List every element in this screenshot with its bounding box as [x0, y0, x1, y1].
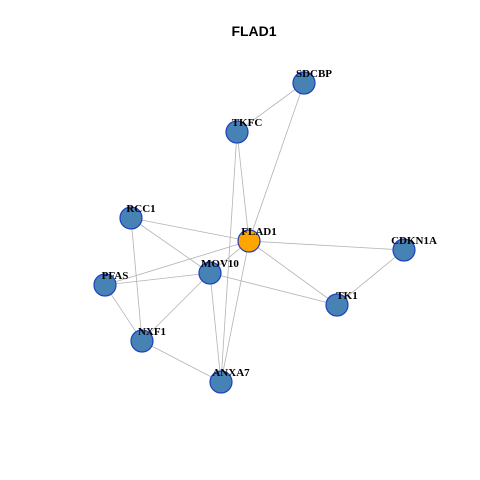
nodes-layer — [93, 71, 416, 394]
edge-sdcbp-flad1 — [248, 82, 305, 242]
edge-rcc1-flad1 — [130, 217, 250, 242]
edge-rcc1-nxf1 — [130, 217, 143, 342]
edge-tkfc-flad1 — [236, 131, 250, 242]
node-tk1 — [325, 293, 349, 317]
edge-cdkn1a-tk1 — [336, 249, 405, 306]
node-nxf1 — [130, 329, 154, 353]
edge-flad1-pfas — [104, 240, 250, 286]
node-tkfc — [225, 120, 249, 144]
edge-sdcbp-tkfc — [236, 82, 305, 133]
node-label-pfas: PFAS — [102, 270, 129, 282]
node-mov10 — [198, 261, 222, 285]
edge-rcc1-mov10 — [130, 217, 211, 274]
edge-pfas-mov10 — [104, 272, 211, 286]
edge-mov10-tk1 — [209, 272, 338, 306]
edge-flad1-anxa7 — [220, 240, 250, 383]
edge-nxf1-anxa7 — [141, 340, 222, 383]
edges-layer — [104, 82, 405, 383]
node-label-tk1: TK1 — [336, 290, 357, 302]
node-label-rcc1: RCC1 — [126, 203, 155, 215]
node-label-tkfc: TKFC — [232, 117, 263, 129]
edge-mov10-anxa7 — [209, 272, 222, 383]
node-label-nxf1: NXF1 — [138, 326, 166, 338]
node-anxa7 — [209, 370, 233, 394]
node-pfas — [93, 273, 117, 297]
node-sdcbp — [292, 71, 316, 95]
node-rcc1 — [119, 206, 143, 230]
node-label-flad1: FLAD1 — [241, 226, 276, 238]
graph-title: FLAD1 — [231, 23, 276, 39]
edge-mov10-nxf1 — [141, 272, 211, 342]
node-label-cdkn1a: CDKN1A — [391, 235, 437, 247]
node-flad1 — [237, 229, 261, 253]
node-label-sdcbp: SDCBP — [296, 68, 332, 80]
node-label-mov10: MOV10 — [201, 258, 239, 270]
node-cdkn1a — [392, 238, 416, 262]
node-label-anxa7: ANXA7 — [212, 367, 250, 379]
edge-flad1-cdkn1a — [248, 240, 405, 251]
edge-flad1-tk1 — [248, 240, 338, 306]
